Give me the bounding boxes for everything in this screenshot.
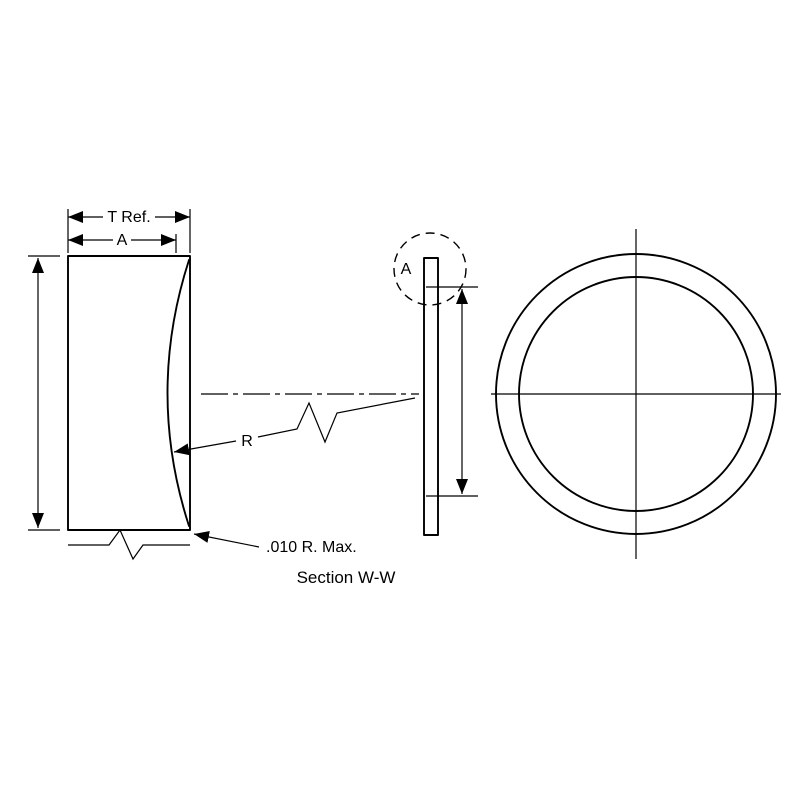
section-outline — [67, 255, 191, 531]
side-view-outline — [423, 257, 439, 536]
section-view: T Ref. A .010 R. Max. R Section W-W — [28, 209, 416, 587]
dimension-label-thickness: T Ref. — [107, 209, 150, 226]
corner-radius-leader — [193, 531, 260, 548]
detail-circle — [393, 232, 467, 306]
radius-label: R — [241, 433, 253, 450]
detail-label: A — [401, 261, 412, 278]
label-mask — [103, 209, 155, 225]
side-view: A — [393, 232, 478, 536]
radius-leader-arrow — [173, 440, 237, 456]
corner-radius-note: .010 R. Max. — [266, 539, 357, 556]
lens-concave-curve — [166, 259, 190, 527]
front-view — [491, 229, 781, 559]
section-caption: Section W-W — [297, 568, 396, 587]
dimension-label-flat-width: A — [117, 232, 128, 249]
break-line-bottom — [68, 528, 190, 561]
radius-leader-zigzag — [257, 397, 416, 444]
label-mask — [113, 232, 131, 248]
